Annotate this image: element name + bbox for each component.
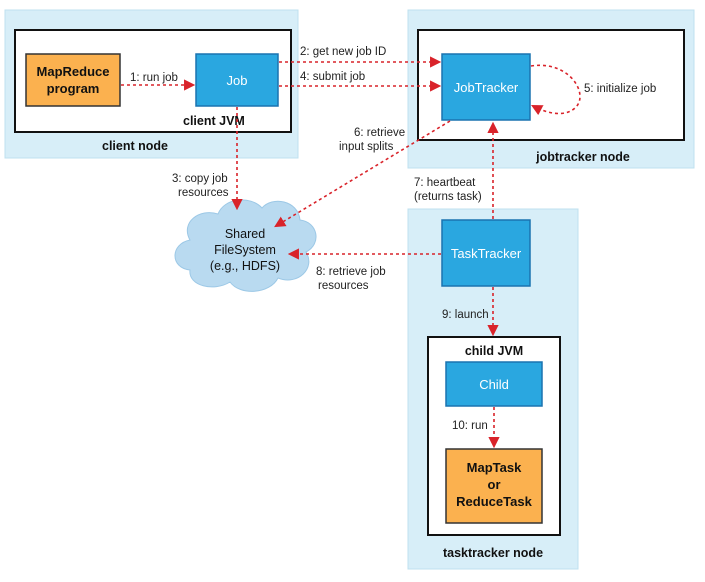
label-copy-job-1: 3: copy job [172,173,228,185]
label-retrieve-splits-2: input splits [339,141,394,153]
shared-fs-line3: (e.g., HDFS) [210,259,280,273]
child-box [445,361,543,407]
mapreduce-program-line1: MapReduce [37,64,110,79]
label-run-job: 1: run job [130,72,178,84]
child-label: Child [479,377,509,392]
label-heartbeat-1: 7: heartbeat [414,177,476,189]
label-submit-job: 4: submit job [300,71,365,83]
label-copy-job-2: resources [178,187,229,199]
shared-filesystem-cloud: Shared FileSystem (e.g., HDFS) [174,199,317,292]
tasktracker-label: TaskTracker [451,246,522,261]
tasktracker-box [441,219,531,287]
tasktracker-node-label: tasktracker node [443,546,543,560]
arrow-retrieve-splits [274,120,451,228]
shared-fs-line1: Shared [225,227,265,241]
maptask-line2: or [488,477,501,492]
jobtracker-node-label: jobtracker node [535,150,630,164]
jobtracker-label: JobTracker [454,80,519,95]
label-get-job-id: 2: get new job ID [300,46,386,58]
label-retrieve-job-resources-1: 8: retrieve job [316,266,386,278]
shared-fs-line2: FileSystem [214,243,276,257]
label-launch: 9: launch [442,309,489,321]
child-jvm-label: child JVM [465,344,523,358]
maptask-line1: MapTask [467,460,522,475]
jobtracker-node: jobtracker node JobTracker [407,9,695,169]
mapreduce-program-box [25,53,121,107]
maptask-line3: ReduceTask [456,494,532,509]
client-node: client JVM client node MapReduce program… [4,9,299,159]
job-label: Job [227,73,248,88]
client-jvm-label: client JVM [183,114,245,128]
tasktracker-node: tasktracker node TaskTracker child JVM C… [407,208,579,570]
client-node-label: client node [102,139,168,153]
mapreduce-program-line2: program [47,81,100,96]
jobtracker-box [441,53,531,121]
label-initialize-job: 5: initialize job [584,83,656,95]
job-box [195,53,279,107]
label-retrieve-job-resources-2: resources [318,280,369,292]
label-heartbeat-2: (returns task) [414,191,482,203]
maptask-box [445,448,543,524]
label-retrieve-splits-1: 6: retrieve [354,127,405,139]
label-run: 10: run [452,420,488,432]
